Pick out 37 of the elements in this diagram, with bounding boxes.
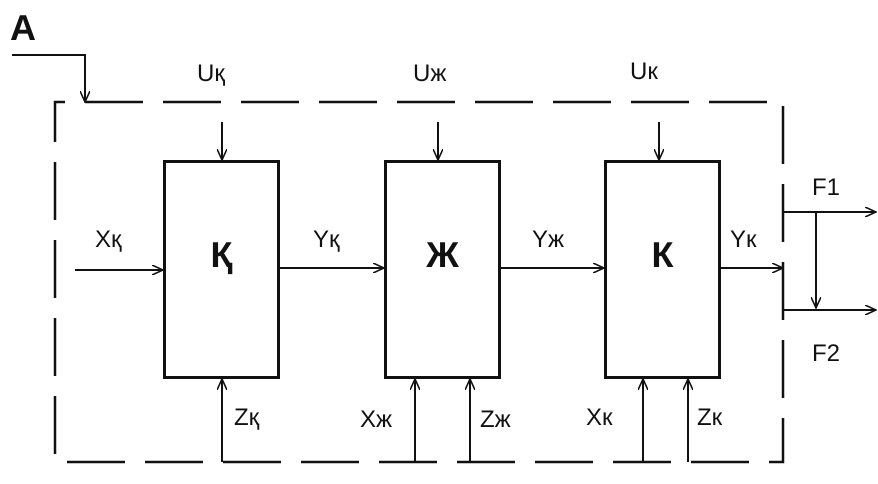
signal-label: F2 <box>812 342 840 366</box>
process-box <box>163 160 280 379</box>
signal-label: Yк <box>730 228 757 252</box>
block-label: Қ <box>210 235 234 275</box>
signal-label: Xқ <box>95 228 122 252</box>
arrow <box>280 262 385 274</box>
arrow <box>501 262 605 274</box>
arrow <box>653 122 665 161</box>
arrow <box>216 378 228 462</box>
signal-label: Zқ <box>234 406 260 430</box>
signal-label: Xж <box>360 408 392 432</box>
signal-label: Yқ <box>313 228 340 252</box>
signal-label: F1 <box>812 176 840 200</box>
arrow <box>216 122 228 161</box>
signal-label: Uк <box>630 60 658 84</box>
arrow <box>12 54 91 103</box>
arrow <box>464 378 476 462</box>
arrow <box>75 264 164 276</box>
signal-label: Uқ <box>197 62 225 86</box>
system-label: A <box>10 8 36 48</box>
arrow <box>432 122 444 161</box>
arrow <box>682 378 694 462</box>
system-boundary <box>55 102 783 462</box>
process-box <box>604 160 721 379</box>
process-box <box>384 160 501 379</box>
arrow <box>721 262 784 274</box>
arrow <box>783 304 877 316</box>
arrow <box>637 378 649 462</box>
signal-label: Yж <box>532 228 564 252</box>
arrow <box>409 378 421 462</box>
signal-label: Zж <box>480 408 511 432</box>
signal-label: Uж <box>413 62 446 86</box>
arrow <box>783 206 877 218</box>
signal-label: Zк <box>697 406 722 430</box>
signal-label: Xк <box>586 406 613 430</box>
block-label: К <box>650 235 674 275</box>
block-label: Ж <box>425 235 460 275</box>
